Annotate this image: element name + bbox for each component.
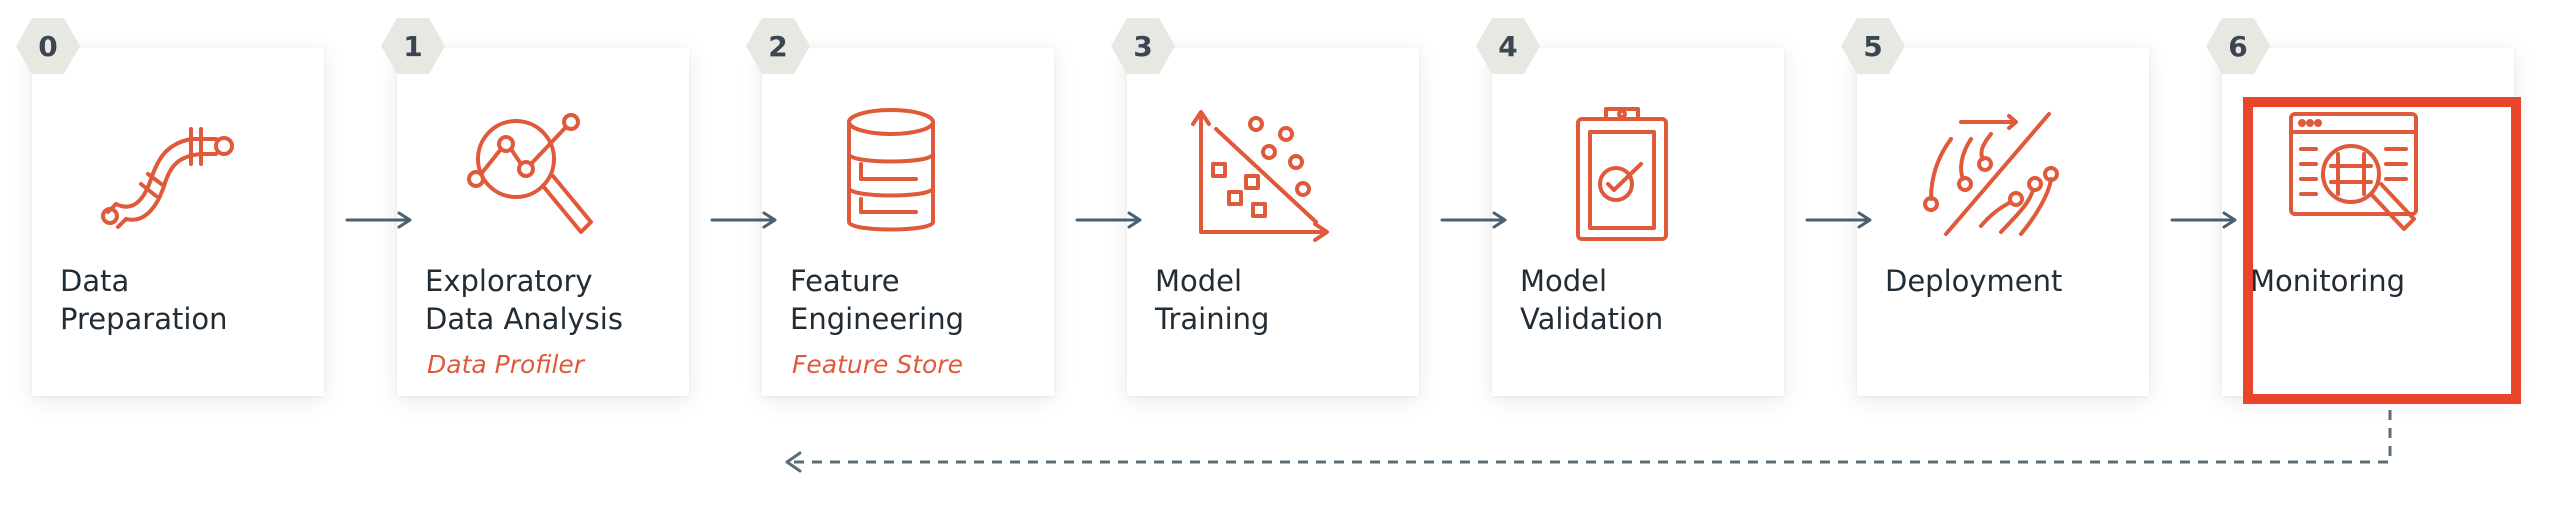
step-title-line2: Validation: [1520, 302, 1664, 336]
step-number-badge: 6: [2206, 18, 2270, 74]
step-title: Feature Engineering: [790, 262, 1040, 338]
flow-arrow: [345, 211, 412, 229]
step-title-line2: Engineering: [790, 302, 964, 336]
step-card: [1492, 48, 1784, 396]
step-data-preparation: 0 Data Preparation: [0, 0, 350, 420]
step-number-badge: 2: [746, 18, 810, 74]
step-subtitle: Data Profiler: [427, 350, 585, 379]
flow-arrow: [1440, 211, 1507, 229]
step-model-validation: 4 Model Validation: [1460, 0, 1810, 420]
flow-arrow: [2170, 211, 2237, 229]
step-title: Exploratory Data Analysis: [425, 262, 675, 338]
step-title: Deployment: [1885, 262, 2135, 300]
step-title: Model Validation: [1520, 262, 1770, 338]
step-subtitle: Feature Store: [792, 350, 963, 379]
highlight-box: [2243, 97, 2521, 404]
step-card: [32, 48, 324, 396]
step-title: Monitoring: [2250, 262, 2500, 300]
step-title: Model Training: [1155, 262, 1405, 338]
step-card: [397, 48, 689, 396]
clipboard-check-icon: [1556, 104, 1696, 244]
step-title: Data Preparation: [60, 262, 310, 338]
pipes-icon: [96, 104, 236, 244]
step-card: [1857, 48, 2149, 396]
step-title-line1: Model: [1520, 264, 1608, 298]
data-analysis-magnifier-icon: [461, 104, 601, 244]
step-feature-engineering: 2 Feature Engineering Feature Store: [730, 0, 1080, 420]
step-title-line1: Deployment: [1885, 264, 2063, 298]
step-title-line1: Model: [1155, 264, 1243, 298]
step-card: [1127, 48, 1419, 396]
step-title-line1: Feature: [790, 264, 900, 298]
step-exploratory-data-analysis: 1 Exploratory Data Analysis Data Profile…: [365, 0, 715, 420]
step-title-line1: Exploratory: [425, 264, 593, 298]
flow-arrow: [1805, 211, 1872, 229]
flow-arrow: [710, 211, 777, 229]
step-card: [762, 48, 1054, 396]
database-icon: [826, 104, 966, 244]
step-model-training: 3 Model Training: [1095, 0, 1445, 420]
step-title-line1: Data: [60, 264, 130, 298]
step-title-line1: Monitoring: [2250, 264, 2406, 298]
step-deployment: 5 Deployment: [1825, 0, 2175, 420]
flow-arrow: [1075, 211, 1142, 229]
step-title-line2: Data Analysis: [425, 302, 623, 336]
step-title-line2: Training: [1155, 302, 1270, 336]
deployment-circuit-icon: [1921, 104, 2061, 244]
monitoring-dashboard-icon: [2286, 104, 2426, 244]
step-title-line2: Preparation: [60, 302, 228, 336]
scatter-plot-icon: [1191, 104, 1331, 244]
